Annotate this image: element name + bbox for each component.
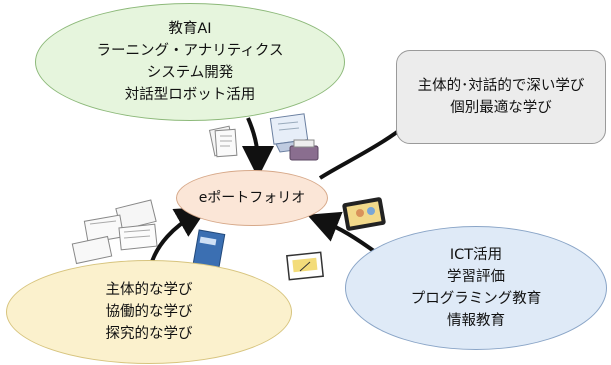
- node-ict-use-line-4: 情報教育: [447, 313, 505, 329]
- node-active-learning-line-1: 主体的な学び: [105, 282, 193, 298]
- node-eportfolio-label: eポートフォリオ: [198, 190, 306, 206]
- node-deep-learning-line-2: 個別最適な学び: [450, 100, 552, 116]
- node-ai-development-line-4: 対話型ロボット活用: [124, 87, 256, 103]
- node-ai-development-line-2: ラーニング・アナリティクス: [96, 43, 284, 59]
- tablet-video-icon: [342, 197, 386, 231]
- laptop-printer-icon: [269, 113, 319, 161]
- node-active-learning: 主体的な学び 協働的な学び 探究的な学び: [6, 260, 292, 364]
- node-deep-learning: 主体的･対話的で深い学び 個別最適な学び: [396, 50, 606, 144]
- document-stack-icon: [208, 125, 238, 158]
- arrow-ai-to-eportfolio: [241, 117, 274, 178]
- node-ict-use: ICT活用 学習評価 プログラミング教育 情報教育: [345, 226, 607, 350]
- node-ai-development-line-3: システム開発: [146, 65, 234, 81]
- node-ai-development: 教育AI ラーニング・アナリティクス システム開発 対話型ロボット活用: [35, 3, 345, 121]
- node-ai-development-line-1: 教育AI: [168, 21, 212, 37]
- worksheet-pile-icon: [71, 199, 158, 265]
- node-ict-use-line-2: 学習評価: [447, 269, 505, 285]
- node-active-learning-line-2: 協働的な学び: [105, 304, 193, 320]
- node-ict-use-line-1: ICT活用: [449, 247, 503, 263]
- node-active-learning-line-3: 探究的な学び: [105, 326, 193, 342]
- node-ict-use-line-3: プログラミング教育: [410, 291, 542, 307]
- node-deep-learning-line-1: 主体的･対話的で深い学び: [417, 78, 585, 94]
- notebook-icon: [192, 229, 226, 269]
- presentation-screen-icon: [286, 251, 324, 281]
- node-eportfolio: eポートフォリオ: [176, 170, 328, 226]
